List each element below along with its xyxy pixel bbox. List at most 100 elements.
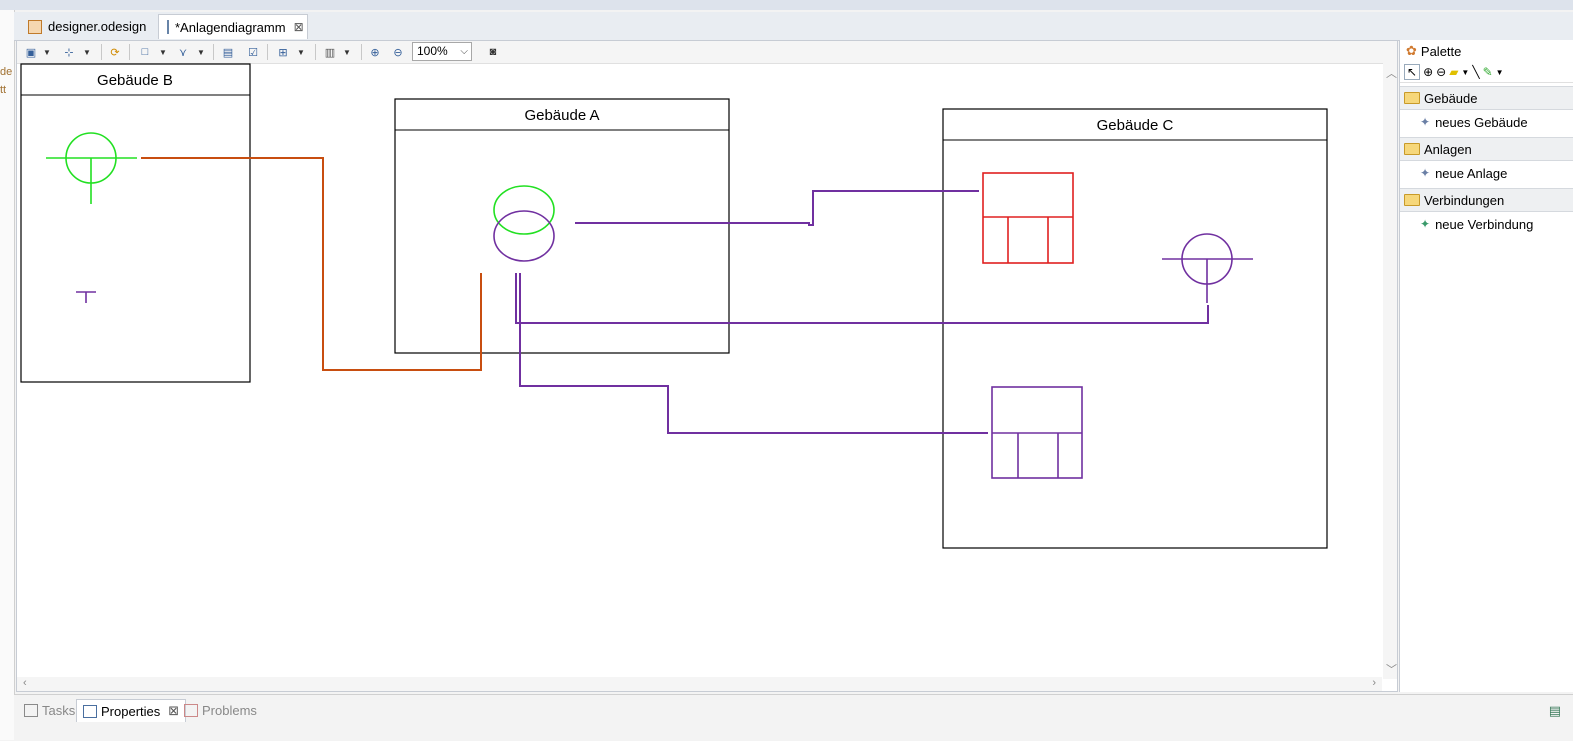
tab-anlagendiagramm[interactable]: *Anlagendiagramm ⊠ [158,14,308,39]
chevron-down-icon: ⌵ [460,46,468,57]
building-title: Gebäude C [1097,117,1174,134]
purple-unit-symbol[interactable] [991,386,1083,479]
filter-icon[interactable]: ⋎ [178,46,188,59]
select-tool-icon[interactable]: ↖ [1404,64,1421,80]
folder-icon [1404,92,1420,104]
paste-icon[interactable]: ▥ [324,46,336,59]
drawer-label: Verbindungen [1424,192,1505,208]
problems-icon [184,703,198,717]
layout-icon[interactable]: ⊞ [278,46,288,59]
sparkle-icon: ✦ [1420,115,1431,129]
toolbar-separator [213,44,214,60]
gutter-fragment: de [0,66,13,78]
purple-terminal-symbol[interactable] [76,291,96,303]
toolbar-separator [315,44,316,60]
palette-icon: ✿ [1406,43,1417,58]
tab-label: Tasks [42,702,76,718]
chevron-right-icon[interactable]: › [1372,677,1376,689]
vertical-scrollbar[interactable]: ︿ ﹀ [1383,63,1397,679]
palette-tools: ↖ ⊕ ⊖ ▰ ▼ ╲ ✎ ▼ [1400,62,1573,83]
building-c-frame [942,108,1328,549]
horizontal-scrollbar[interactable]: ‹ › [17,677,1382,691]
palette-drawer-anlagen[interactable]: Anlagen [1400,137,1573,161]
palette-panel: ✿ Palette ↖ ⊕ ⊖ ▰ ▼ ╲ ✎ ▼ Gebäude ✦ neue… [1399,40,1573,692]
toolbar-separator [361,44,362,60]
validate-icon[interactable]: ☑ [248,46,258,59]
connection-purple-gauge[interactable] [515,273,1209,324]
tasks-icon [24,703,38,717]
tab-properties[interactable]: Properties ⊠ [76,699,187,722]
odesign-file-icon [28,19,42,34]
diagram-toolbar: ▣ ▼ ⊹ ▼ ⟳ □ ▼ ⋎ ▼ ▤ ☑ ⊞ ▼ ▥ ▼ ⊕ ⊖ 100% ⌵… [17,41,1397,64]
chevron-down-icon[interactable]: ▼ [159,47,167,57]
palette-entry-neues-gebaeude[interactable]: ✦ neues Gebäude [1400,110,1573,134]
building-b[interactable]: Gebäude B [20,63,251,383]
zoom-in-icon[interactable]: ⊕ [1423,65,1434,79]
toolbar-separator [129,44,130,60]
building-c[interactable]: Gebäude C [942,108,1328,549]
entry-label: neue Anlage [1435,165,1508,181]
chevron-up-icon[interactable]: ︿ [1386,68,1397,80]
tab-label: Properties [101,703,161,719]
bottom-panel: Tasks Properties ⊠ Problems ▤ [14,694,1573,741]
note-icon[interactable]: ▰ [1449,65,1459,79]
green-meter-symbol[interactable] [46,132,137,204]
palette-header: ✿ Palette [1400,40,1573,62]
chevron-down-icon[interactable]: ▼ [343,47,351,57]
zoom-combo[interactable]: 100% ⌵ [412,42,472,61]
chevron-down-icon[interactable]: ▼ [43,47,51,57]
entry-label: neues Gebäude [1435,114,1528,130]
red-unit-symbol[interactable] [982,172,1074,264]
zoom-out-icon[interactable]: ⊖ [1436,65,1447,79]
zoom-value: 100% [417,44,448,58]
connection-orange[interactable] [141,157,482,371]
add-tool-icon[interactable]: ✎ [1482,65,1493,79]
connector-icon[interactable]: ╲ [1472,65,1480,79]
chevron-down-icon[interactable]: ▼ [197,47,205,57]
tab-label: *Anlagendiagramm [175,19,286,35]
connection-purple-red-unit[interactable] [575,190,979,226]
transformer-symbol[interactable] [493,185,555,262]
chevron-down-icon[interactable]: ▼ [1495,67,1504,77]
close-icon[interactable]: ⊠ [293,20,304,34]
toolbar-separator [101,44,102,60]
select-all-icon[interactable]: ▣ [25,46,37,59]
chevron-down-icon[interactable]: ▼ [83,47,91,57]
tab-label: designer.odesign [48,19,147,34]
zoom-in-icon[interactable]: ⊕ [370,46,380,59]
camera-icon[interactable]: ◙ [489,46,497,58]
refresh-icon[interactable]: ⟳ [110,46,120,59]
close-icon[interactable]: ⊠ [168,703,180,718]
building-title: Gebäude B [97,72,173,89]
tab-tasks[interactable]: Tasks [18,699,81,721]
properties-icon [83,704,97,718]
building-title: Gebäude A [524,107,599,124]
layer-icon[interactable]: □ [141,46,149,58]
pin-icon[interactable]: ▤ [222,46,234,59]
tab-problems[interactable]: Problems [178,699,263,721]
folder-icon [1404,194,1420,206]
arrange-icon[interactable]: ⊹ [64,46,74,59]
tab-designer-odesign[interactable]: designer.odesign [20,14,158,39]
diagram-canvas[interactable]: Gebäude B Gebäude A Gebäude C [17,63,1382,679]
palette-drawer-gebaeude[interactable]: Gebäude [1400,86,1573,110]
palette-entry-neue-anlage[interactable]: ✦ neue Anlage [1400,161,1573,185]
zoom-out-icon[interactable]: ⊖ [393,46,403,59]
chevron-down-icon[interactable]: ▼ [297,47,305,57]
drawer-label: Gebäude [1424,90,1478,106]
diagram-svg: Gebäude B Gebäude A Gebäude C [20,63,1328,549]
palette-drawer-verbindungen[interactable]: Verbindungen [1400,188,1573,212]
building-a[interactable]: Gebäude A [394,98,730,354]
connection-purple-lower-unit[interactable] [519,273,988,434]
palette-entry-neue-verbindung[interactable]: ✦ neue Verbindung [1400,212,1573,236]
sparkle-icon: ✦ [1420,217,1431,231]
drawer-label: Anlagen [1424,141,1472,157]
chevron-left-icon[interactable]: ‹ [23,677,27,689]
chevron-down-icon[interactable]: ﹀ [1386,664,1397,676]
open-console-icon[interactable]: ▤ [1548,703,1561,718]
chevron-down-icon[interactable]: ▼ [1461,67,1470,77]
left-gutter: de tt [0,10,15,740]
sparkle-icon: ✦ [1420,166,1431,180]
purple-gauge-symbol[interactable] [1162,233,1253,303]
folder-icon [1404,143,1420,155]
